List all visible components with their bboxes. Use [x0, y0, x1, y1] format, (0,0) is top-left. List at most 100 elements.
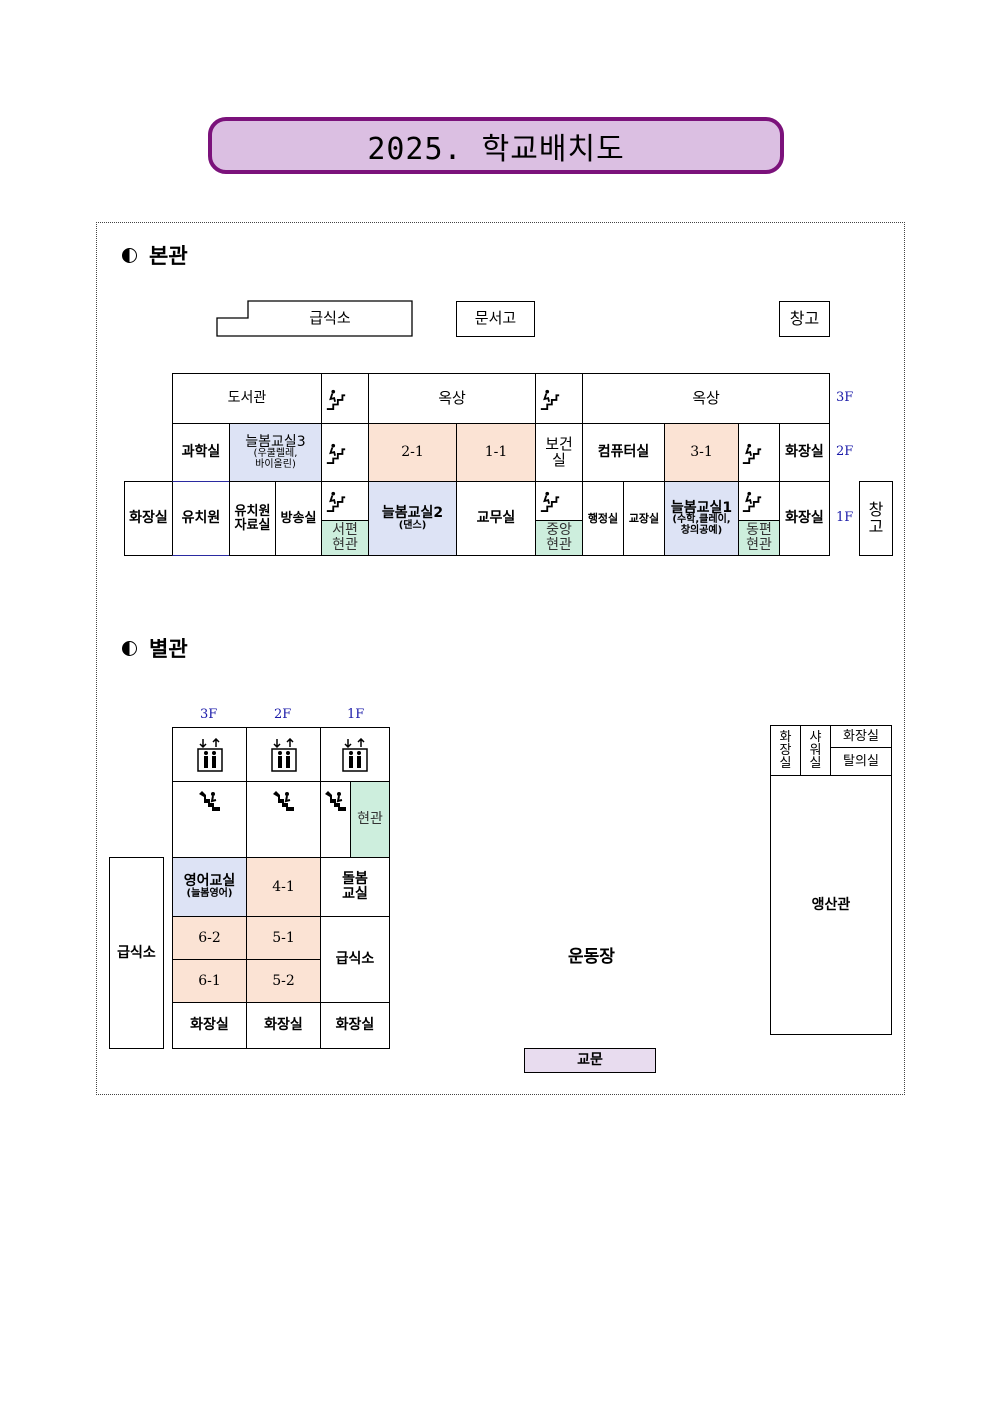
- stairs-icon: [738, 481, 780, 521]
- gym-building: 앵산관: [770, 775, 892, 1035]
- gym-restroom: 화장실: [830, 725, 892, 748]
- room-name: 늘봄교실2: [381, 504, 444, 521]
- stairs-down-icon: [172, 781, 247, 858]
- room-name: 현관: [546, 537, 572, 553]
- char: 샤: [809, 730, 822, 745]
- char: 실: [809, 756, 822, 771]
- classroom-5-1: 5-1: [246, 916, 321, 960]
- cafeteria-label: 급식소: [309, 308, 351, 327]
- main-building-heading: 본관: [122, 240, 188, 270]
- page-title: 2025. 학교배치도: [208, 117, 784, 174]
- library: 도서관: [172, 373, 322, 424]
- map-frame: [96, 222, 905, 1095]
- annex-floor-1f: 1F: [347, 707, 365, 722]
- changing-room: 탈의실: [830, 747, 892, 776]
- stairs-down-icon: [320, 781, 351, 858]
- east-entrance: 동편 현관: [738, 520, 780, 556]
- restroom-west-1f: 화장실: [124, 481, 173, 556]
- room-name: 중앙: [546, 522, 572, 539]
- stairs-icon: [321, 423, 369, 482]
- elevator-icon: [246, 727, 321, 782]
- room-name: 돌봄: [342, 871, 368, 888]
- gym-restroom-vertical: 화 장 실: [770, 725, 801, 776]
- annex-entrance: 현관: [350, 781, 390, 858]
- annex-restroom-2f: 화장실: [246, 1002, 321, 1049]
- room-sub: (우쿨렐레,: [253, 448, 298, 460]
- room-name: 실: [552, 450, 566, 469]
- admin-office: 행정실: [582, 481, 624, 556]
- kindergarten: 유치원: [172, 481, 230, 556]
- room-sub: 바이올린): [255, 458, 296, 470]
- stairs-icon: [535, 481, 583, 521]
- annex-restroom-1f: 화장실: [320, 1002, 390, 1049]
- heading-label: 별관: [149, 637, 188, 661]
- room-name: 서편: [332, 522, 358, 539]
- elevator-icon: [320, 727, 390, 782]
- rooftop-east: 옥상: [582, 373, 830, 424]
- neulbom-room-1: 늘봄교실1 (수학,클레이, 창의공예): [664, 481, 739, 556]
- classroom-2-1: 2-1: [368, 423, 457, 482]
- annex-cafeteria: 급식소: [320, 916, 390, 1003]
- classroom-3-1: 3-1: [664, 423, 739, 482]
- neulbom-room-2: 늘봄교실2 (댄스): [368, 481, 457, 556]
- west-entrance: 서편 현관: [321, 520, 369, 556]
- annex-floor-2f: 2F: [274, 707, 292, 722]
- room-sub: (수학,클레이,: [672, 514, 731, 526]
- room-sub: 창의공예): [680, 524, 723, 536]
- classroom-1-1: 1-1: [456, 423, 536, 482]
- teachers-office: 교무실: [456, 481, 536, 556]
- classroom-6-2: 6-2: [172, 916, 247, 960]
- storage-room: 창고: [779, 301, 830, 337]
- annex-floor-3f: 3F: [200, 707, 218, 722]
- heading-label: 본관: [149, 244, 188, 268]
- room-sub: (댄스): [398, 519, 427, 531]
- room-name: 늘봄교실3: [245, 433, 306, 450]
- classroom-6-1: 6-1: [172, 959, 247, 1003]
- room-sub: (늘봄영어): [186, 888, 233, 900]
- room-name: 현관: [746, 537, 772, 553]
- room-name: 교실: [342, 886, 368, 902]
- central-entrance: 중앙 현관: [535, 520, 583, 556]
- room-name: 고: [868, 516, 884, 536]
- char: 워: [809, 743, 822, 758]
- room-name: 늘봄교실1: [670, 499, 733, 516]
- char: 화: [779, 730, 792, 745]
- floor-label-1f: 1F: [836, 510, 854, 525]
- classroom-5-2: 5-2: [246, 959, 321, 1003]
- neulbom-room-3: 늘봄교실3 (우쿨렐레, 바이올린): [229, 423, 322, 482]
- annex-heading: 별관: [122, 633, 188, 663]
- rooftop-west: 옥상: [368, 373, 536, 424]
- principal-office: 교장실: [623, 481, 665, 556]
- archive-room: 문서고: [456, 301, 535, 337]
- english-room: 영어교실 (늘봄영어): [172, 857, 247, 917]
- annex-restroom-3f: 화장실: [172, 1002, 247, 1049]
- stairs-icon: [321, 481, 369, 521]
- room-name: 창: [868, 499, 884, 519]
- shower-room: 샤 워 실: [800, 725, 831, 776]
- stairs-icon: [321, 373, 369, 424]
- kindergarten-resource-room: 유치원 자료실: [229, 481, 276, 556]
- computer-room: 컴퓨터실: [582, 423, 665, 482]
- playground-label: 운동장: [568, 947, 615, 967]
- school-gate: 교문: [524, 1048, 656, 1073]
- classroom-4-1: 4-1: [246, 857, 321, 917]
- char: 장: [779, 743, 792, 758]
- room-name: 현관: [332, 537, 358, 553]
- char: 실: [779, 756, 792, 771]
- stairs-down-icon: [246, 781, 321, 858]
- health-room: 보건 실: [535, 423, 583, 482]
- broadcast-room: 방송실: [275, 481, 322, 556]
- room-name: 보건: [545, 434, 573, 453]
- stairs-icon: [535, 373, 583, 424]
- restroom-2f: 화장실: [779, 423, 830, 482]
- room-name: 유치원: [234, 503, 271, 519]
- floor-label-3f: 3F: [836, 390, 854, 405]
- half-circle-icon: [122, 640, 137, 656]
- elevator-icon: [172, 727, 247, 782]
- care-room: 돌봄 교실: [320, 857, 390, 917]
- room-name: 영어교실: [183, 873, 236, 890]
- cafeteria-outline: [216, 300, 413, 337]
- side-cafeteria: 급식소: [109, 857, 164, 1049]
- stairs-icon: [738, 423, 780, 482]
- restroom-east-1f: 화장실: [779, 481, 830, 556]
